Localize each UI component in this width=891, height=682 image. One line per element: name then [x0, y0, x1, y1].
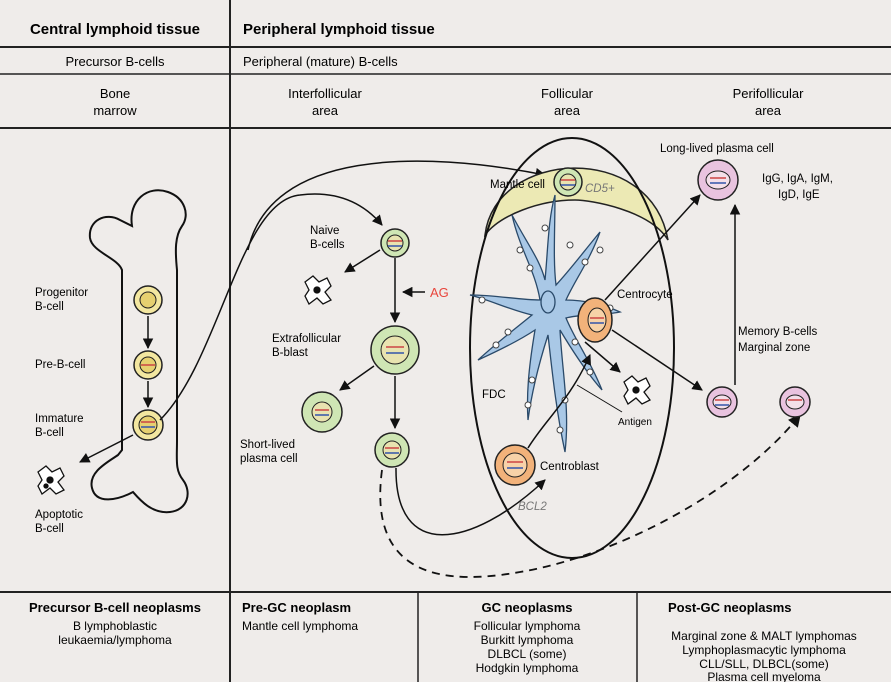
marginal-zone-b-cell	[780, 387, 810, 417]
short-lived-plasma-cell	[302, 392, 342, 432]
label-antigen: Antigen	[618, 417, 652, 428]
label-immature-2: B-cell	[35, 427, 64, 439]
label-pre-b: Pre-B-cell	[35, 359, 85, 371]
label-naive-1: Naive	[310, 225, 339, 237]
header-central: Central lymphoid tissue	[30, 21, 200, 38]
label-extrafollicular-1: Extrafollicular	[272, 333, 341, 345]
centroblast	[495, 445, 535, 485]
label-ag: AG	[430, 285, 449, 300]
label-apoptotic-2: B-cell	[35, 523, 64, 535]
arrow-naive-apoptosis	[345, 250, 380, 272]
extrafollicular-b-blast	[371, 326, 419, 374]
bone-shape	[90, 190, 188, 512]
arrow-immature-apoptotic	[80, 435, 133, 462]
area-perifollicular-2: area	[755, 103, 782, 118]
neoplasm-gc-item-1: Follicular lymphoma	[474, 619, 581, 633]
label-cd5: CD5+	[585, 183, 615, 195]
area-follicular-1: Follicular	[541, 86, 594, 101]
arrow-dashed-to-memory	[380, 415, 800, 577]
memory-b-cell	[707, 387, 737, 417]
label-marginal-zone: Marginal zone	[738, 342, 810, 354]
pre-b-cell	[134, 351, 162, 379]
label-progenitor-1: Progenitor	[35, 287, 88, 299]
label-extrafollicular-2: B-blast	[272, 347, 309, 359]
area-interfollicular-1: Interfollicular	[288, 86, 362, 101]
antigen-pointer	[577, 385, 622, 412]
header-peripheral: Peripheral lymphoid tissue	[243, 21, 435, 38]
label-ig-1: IgG, IgA, IgM,	[762, 173, 833, 185]
immature-b-cell	[133, 410, 163, 440]
apoptotic-cell-icon-3	[624, 376, 650, 404]
label-apoptotic-1: Apoptotic	[35, 509, 83, 521]
label-short-lived-1: Short-lived	[240, 439, 295, 451]
label-ig-2: IgD, IgE	[778, 189, 820, 201]
activated-b-cell	[375, 433, 409, 467]
neoplasm-gc-title: GC neoplasms	[481, 600, 572, 615]
neoplasm-gc-item-2: Burkitt lymphoma	[481, 633, 574, 647]
area-bone-marrow-1: Bone	[100, 86, 130, 101]
label-mantle-cell: Mantle cell	[490, 179, 545, 191]
neoplasm-pre-gc-item-1: Mantle cell lymphoma	[242, 619, 358, 633]
label-memory: Memory B-cells	[738, 326, 817, 338]
area-follicular-2: area	[554, 103, 581, 118]
neoplasm-gc-item-3: DLBCL (some)	[488, 647, 567, 661]
label-bcl2: BCL2	[518, 501, 547, 513]
neoplasm-post-gc-title: Post-GC neoplasms	[668, 600, 792, 615]
area-interfollicular-2: area	[312, 103, 339, 118]
label-short-lived-2: plasma cell	[240, 453, 298, 465]
neoplasm-pre-gc-title: Pre-GC neoplasm	[242, 600, 351, 615]
neoplasm-post-gc-item-1: Marginal zone & MALT lymphomas	[671, 629, 857, 643]
label-centroblast: Centroblast	[540, 461, 600, 473]
subheader-peripheral: Peripheral (mature) B-cells	[243, 54, 398, 69]
centrocyte	[578, 298, 612, 342]
progenitor-cell	[134, 286, 162, 314]
neoplasm-precursor-title: Precursor B-cell neoplasms	[29, 600, 201, 615]
neoplasm-post-gc-item-4: Plasma cell myeloma	[707, 670, 821, 682]
label-fdc: FDC	[482, 389, 506, 401]
mantle-cell	[554, 168, 582, 196]
neoplasm-gc-item-4: Hodgkin lymphoma	[476, 661, 579, 675]
area-perifollicular-1: Perifollicular	[733, 86, 804, 101]
apoptotic-cell-icon-2	[305, 276, 331, 304]
neoplasm-post-gc-item-3: CLL/SLL, DLBCL(some)	[699, 657, 828, 671]
label-progenitor-2: B-cell	[35, 301, 64, 313]
label-naive-2: B-cells	[310, 239, 345, 251]
neoplasm-post-gc-item-2: Lymphoplasmacytic lymphoma	[682, 643, 846, 657]
naive-b-cell	[381, 229, 409, 257]
neoplasm-precursor-item-2: leukaemia/lymphoma	[58, 633, 172, 647]
arrow-immature-to-naive	[160, 194, 382, 420]
arrow-blast-short-lived	[340, 366, 374, 390]
label-centrocyte: Centrocyte	[617, 289, 673, 301]
area-bone-marrow-2: marrow	[93, 103, 137, 118]
label-long-lived: Long-lived plasma cell	[660, 143, 774, 155]
label-immature-1: Immature	[35, 413, 84, 425]
neoplasm-precursor-item-1: B lymphoblastic	[73, 619, 157, 633]
long-lived-plasma-cell	[698, 160, 738, 200]
subheader-precursor: Precursor B-cells	[66, 54, 165, 69]
apoptotic-cell-icon	[38, 466, 64, 494]
